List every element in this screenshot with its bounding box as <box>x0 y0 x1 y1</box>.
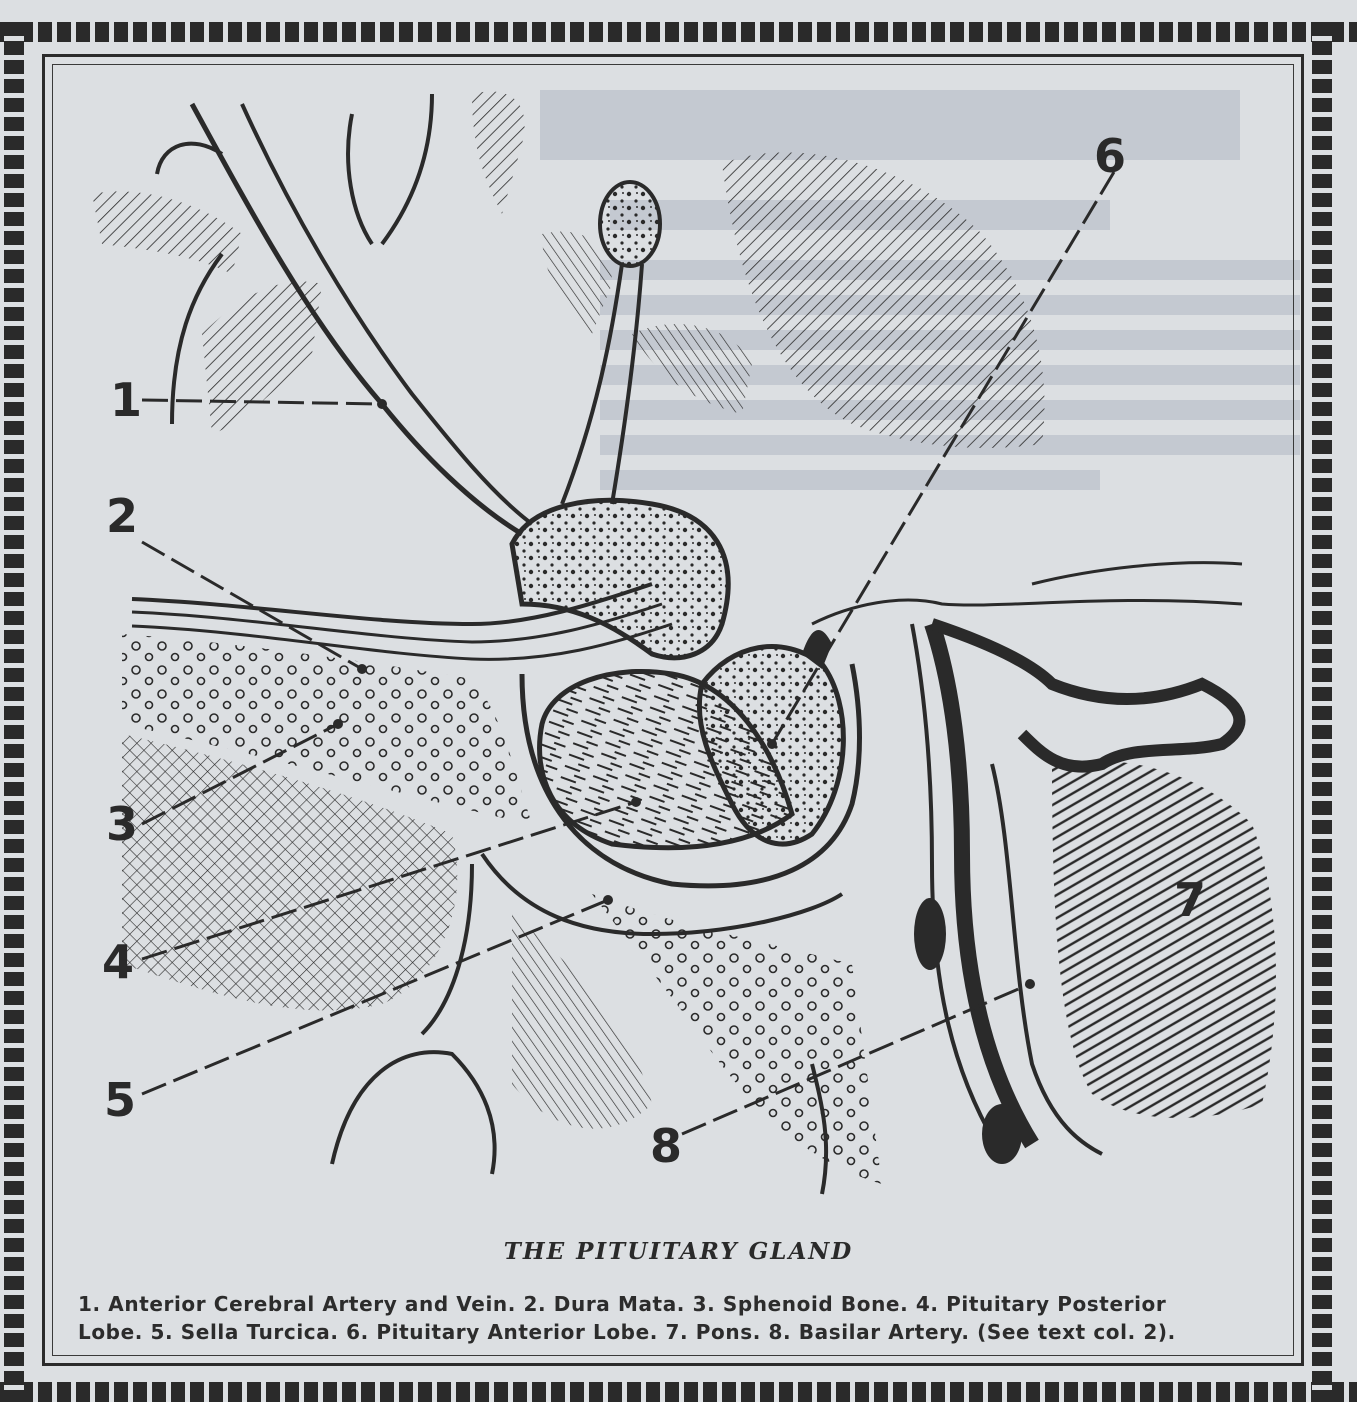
stalk-bulb <box>600 182 660 266</box>
right-vessel-network <box>932 624 1239 767</box>
pons <box>1052 761 1276 1118</box>
legend-line-1: 1. Anterior Cerebral Artery and Vein. 2.… <box>78 1290 1293 1318</box>
lower-bone <box>592 894 882 1184</box>
left-tissue-band <box>202 281 322 434</box>
vessel-cross-section-1 <box>914 898 946 970</box>
vessel-branch-top <box>348 114 372 244</box>
upper-right-mass <box>722 152 1045 448</box>
dashed-border-bottom <box>0 1382 1357 1402</box>
figure-legend: 1. Anterior Cerebral Artery and Vein. 2.… <box>78 1290 1293 1346</box>
label-2: 2 <box>106 489 138 543</box>
figure-title: THE PITUITARY GLAND <box>0 1238 1357 1265</box>
stalk-left-tissue <box>542 231 612 334</box>
label-7: 7 <box>1174 873 1206 927</box>
right-upper-line-2 <box>1032 563 1242 584</box>
lower-vessel-loop <box>332 1052 495 1174</box>
label-4: 4 <box>102 935 134 989</box>
label-1: 1 <box>110 373 142 427</box>
pointer-dot-6 <box>767 739 777 749</box>
vessel-branch-top-right <box>382 94 432 244</box>
dashed-border-right <box>1312 22 1332 1402</box>
label-8: 8 <box>650 1119 682 1173</box>
upper-left-tissue <box>92 191 242 274</box>
pointer-line-1 <box>142 400 382 404</box>
top-tissue-patch <box>472 91 525 214</box>
right-upper-line <box>812 600 1242 624</box>
pointer-dot-8 <box>1025 979 1035 989</box>
upper-lobe-sac <box>512 500 728 657</box>
dashed-border-left <box>4 22 24 1402</box>
legend-line-2: Lobe. 5. Sella Turcica. 6. Pituitary Ant… <box>78 1318 1293 1346</box>
label-5: 5 <box>104 1073 136 1127</box>
vessel-cross-section-2 <box>982 1104 1022 1164</box>
pointer-dot-3 <box>333 719 343 729</box>
label-3: 3 <box>106 797 138 851</box>
pointer-dot-4 <box>631 797 641 807</box>
basilar-artery <box>932 624 1032 1144</box>
pointer-dot-5 <box>603 895 613 905</box>
label-6: 6 <box>1094 129 1126 183</box>
pointer-dot-1 <box>377 399 387 409</box>
pointer-dot-2 <box>357 664 367 674</box>
pituitary-diagram: 1 2 3 4 5 6 7 8 <box>52 64 1294 1244</box>
lower-hatched-tissue <box>512 914 652 1129</box>
dashed-border-top <box>0 22 1357 42</box>
artery-branch <box>157 144 222 174</box>
mid-tissue-patch <box>632 324 752 414</box>
